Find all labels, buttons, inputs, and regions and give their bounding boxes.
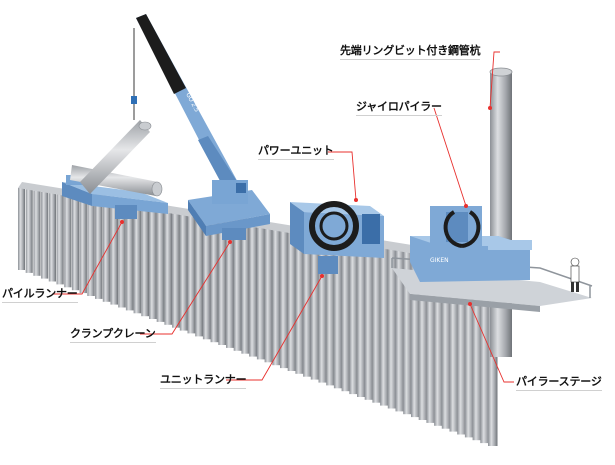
wall-pile — [272, 230, 281, 366]
wall-pile — [372, 246, 382, 403]
wall-pile — [264, 228, 273, 363]
steel-pipe-pile — [489, 67, 513, 357]
wall-pile — [179, 214, 188, 331]
wall-pile — [172, 213, 180, 328]
label-unit-runner: ユニットランナー — [160, 373, 247, 389]
wall-pile — [280, 231, 289, 369]
label-gyro-piler: ジャイロパイラー — [356, 100, 442, 116]
wall-pile — [387, 249, 397, 409]
wall-pile — [95, 200, 103, 299]
wall-pile — [226, 222, 235, 348]
wall-pile — [187, 216, 196, 334]
leader-dots — [120, 106, 492, 306]
label-steel-pipe-pile: 先端リングビット付き鋼管杭 — [340, 44, 481, 60]
wall-pile — [472, 263, 482, 441]
wall-pile — [403, 251, 413, 415]
leader-crane — [140, 241, 231, 335]
wall-pile — [441, 258, 452, 429]
wall-pile — [434, 257, 444, 426]
label-clamp-crane: クランプクレーン — [70, 327, 156, 343]
wall-pile — [287, 232, 297, 371]
wall-pile — [449, 259, 459, 432]
leader-stage — [469, 303, 514, 383]
wall-pile — [41, 191, 49, 279]
wall-pile — [56, 194, 64, 285]
wall-pile — [71, 197, 80, 291]
wall-pile — [195, 217, 204, 337]
wall-pile — [395, 250, 405, 412]
wall-pile — [33, 190, 41, 276]
wall-pile — [426, 255, 436, 423]
wall-pile — [64, 195, 72, 288]
wall-pile — [210, 220, 219, 343]
wall-pile — [249, 226, 258, 357]
wall-pile — [326, 239, 335, 386]
wall-pile — [364, 245, 374, 400]
wall-pile — [164, 212, 173, 325]
wall-pile — [87, 199, 95, 296]
power-unit — [290, 201, 384, 274]
wall-pile — [295, 234, 304, 374]
wall-pile — [141, 208, 149, 317]
wall-pile — [457, 260, 467, 435]
wall-pile — [310, 236, 320, 380]
wall-pile — [349, 243, 359, 395]
wall-pile — [118, 204, 126, 308]
leader-power — [328, 151, 357, 201]
wall-pile — [125, 205, 134, 311]
wall-pile — [218, 221, 227, 345]
wall-pile — [18, 188, 25, 270]
wall-pile — [156, 211, 165, 322]
wall-pile — [480, 264, 490, 444]
wall-pile — [418, 254, 428, 420]
leader-unit-runner — [226, 275, 323, 381]
clamp-crane: GO 2.5 — [136, 14, 270, 240]
leader-gyro — [433, 107, 467, 207]
wall-pile — [256, 227, 266, 360]
leader-pile-runner — [52, 221, 123, 295]
label-power-unit: パワーユニット — [258, 144, 334, 160]
wall-pile — [48, 193, 56, 282]
wall-pile — [233, 223, 242, 351]
leader-pile — [489, 51, 500, 109]
wall-pile — [341, 241, 351, 392]
wall-pile — [133, 207, 142, 314]
wall-pile — [411, 253, 421, 418]
wall-pile — [102, 202, 111, 302]
wall-pile — [380, 248, 389, 406]
wall-pile — [464, 262, 475, 438]
label-piler-stage: パイラーステージ — [516, 375, 602, 391]
label-pile-runner: パイルランナー — [2, 287, 78, 303]
wall-pile — [79, 198, 87, 294]
leader-lines — [52, 51, 514, 383]
gyro-piler: GIKEN — [391, 206, 593, 312]
wall-pile — [110, 203, 118, 305]
pile-runner — [62, 28, 168, 219]
wall-pile — [357, 244, 366, 397]
wall-pile — [149, 209, 157, 319]
machine-logo-text: GIKEN — [430, 257, 449, 264]
wall-pile — [303, 235, 312, 377]
wall-pile — [318, 237, 328, 383]
wall-pile — [241, 225, 250, 354]
wall-pile — [25, 189, 33, 273]
wall-pile — [333, 240, 343, 389]
